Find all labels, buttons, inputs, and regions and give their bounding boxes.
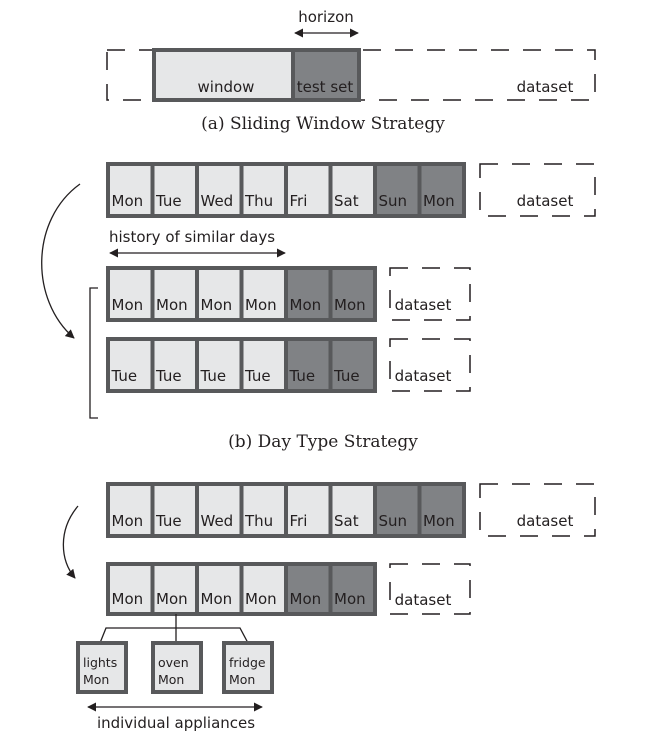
train-day-cell xyxy=(150,266,199,322)
day-label: Wed xyxy=(201,192,234,210)
appliance-box xyxy=(151,641,203,694)
history-label: history of similar days xyxy=(109,228,275,246)
train-day-cell xyxy=(195,337,244,393)
appliance-name: fridge xyxy=(229,655,266,670)
test-day-cell xyxy=(328,337,377,393)
curved-arrow xyxy=(41,183,81,339)
dataset-label: dataset xyxy=(395,296,452,314)
day-label: Mon xyxy=(156,590,188,608)
day-label: Mon xyxy=(156,296,188,314)
tree-connector xyxy=(99,614,249,644)
week-row: Mon Tue Wed Thu Fri Sat Sun Mon xyxy=(106,162,466,218)
test-set-box xyxy=(291,48,361,102)
test-day-cell xyxy=(284,266,333,322)
train-day-cell xyxy=(106,266,155,322)
appliance-name: oven xyxy=(158,655,189,670)
day-label: Tue xyxy=(200,367,227,385)
test-day-cell xyxy=(373,162,422,218)
day-label: Sun xyxy=(379,192,408,210)
train-day-cell xyxy=(106,482,155,538)
dataset-label: dataset xyxy=(395,367,452,385)
test-day-cell xyxy=(373,482,422,538)
appliance-day: Mon xyxy=(158,672,184,687)
appliance-box xyxy=(222,641,274,694)
appliance-box xyxy=(76,641,128,694)
day-label: Mon xyxy=(423,512,455,530)
day-label: Wed xyxy=(201,512,234,530)
day-label: Sat xyxy=(334,512,359,530)
test-set-label: test set xyxy=(297,78,354,96)
day-label: Mon xyxy=(112,192,144,210)
day-label: Tue xyxy=(244,367,271,385)
monday-row: Mon Mon Mon Mon Mon Mon xyxy=(106,562,377,616)
day-label: Thu xyxy=(244,192,273,210)
week-row: Mon Tue Wed Thu Fri Sat Sun Mon xyxy=(106,482,466,538)
day-label: Tue xyxy=(155,512,182,530)
caption-b: (b) Day Type Strategy xyxy=(228,432,418,452)
day-label: Fri xyxy=(290,512,308,530)
day-label: Tue xyxy=(155,367,182,385)
test-day-cell xyxy=(328,266,377,322)
day-label: Mon xyxy=(112,512,144,530)
day-label: Mon xyxy=(290,590,322,608)
dataset-box xyxy=(389,338,471,392)
day-label: Mon xyxy=(112,296,144,314)
day-label: Thu xyxy=(244,512,273,530)
train-day-cell xyxy=(239,162,288,218)
appliance-day: Mon xyxy=(83,672,109,687)
day-label: Mon xyxy=(245,296,277,314)
day-label: Mon xyxy=(201,590,233,608)
appliance-name: lights xyxy=(83,655,117,670)
individual-appliances-label: individual appliances xyxy=(97,714,255,732)
test-day-cell xyxy=(417,162,466,218)
day-label: Tue xyxy=(289,367,316,385)
test-day-cell xyxy=(417,482,466,538)
train-day-cell xyxy=(195,162,244,218)
window-label: window xyxy=(198,78,255,96)
train-day-cell xyxy=(150,562,199,616)
train-day-cell xyxy=(150,482,199,538)
train-day-cell xyxy=(284,482,333,538)
caption-a: (a) Sliding Window Strategy xyxy=(201,114,445,134)
dataset-label: dataset xyxy=(395,591,452,609)
day-label: Mon xyxy=(423,192,455,210)
day-label: Fri xyxy=(290,192,308,210)
sliding-window-panel: horizon window test set dataset (a) Slid… xyxy=(106,8,596,134)
day-label: Sun xyxy=(379,512,408,530)
dataset-label: dataset xyxy=(517,78,574,96)
horizon-label: horizon xyxy=(298,8,354,26)
dataset-box xyxy=(479,163,596,217)
train-day-cell xyxy=(195,266,244,322)
day-label: Tue xyxy=(333,367,360,385)
day-label: Mon xyxy=(112,590,144,608)
test-day-cell xyxy=(328,562,377,616)
day-label: Mon xyxy=(290,296,322,314)
train-day-cell xyxy=(106,337,155,393)
day-label: Mon xyxy=(201,296,233,314)
day-label: Tue xyxy=(111,367,138,385)
train-day-cell xyxy=(284,162,333,218)
day-label: Tue xyxy=(155,192,182,210)
day-label: Sat xyxy=(334,192,359,210)
dataset-box xyxy=(479,483,596,537)
day-label: Mon xyxy=(245,590,277,608)
tuesday-row: Tue Tue Tue Tue Tue Tue xyxy=(106,337,377,393)
dataset-label: dataset xyxy=(517,512,574,530)
day-label: Mon xyxy=(334,296,366,314)
day-label: Mon xyxy=(334,590,366,608)
dataset-box xyxy=(389,267,471,321)
dataset-label: dataset xyxy=(517,192,574,210)
monday-row: Mon Mon Mon Mon Mon Mon xyxy=(106,266,377,322)
dataset-box xyxy=(389,563,471,615)
curved-arrow xyxy=(62,505,79,579)
train-day-cell xyxy=(239,482,288,538)
appliance-day: Mon xyxy=(229,672,255,687)
bracket xyxy=(89,287,98,419)
